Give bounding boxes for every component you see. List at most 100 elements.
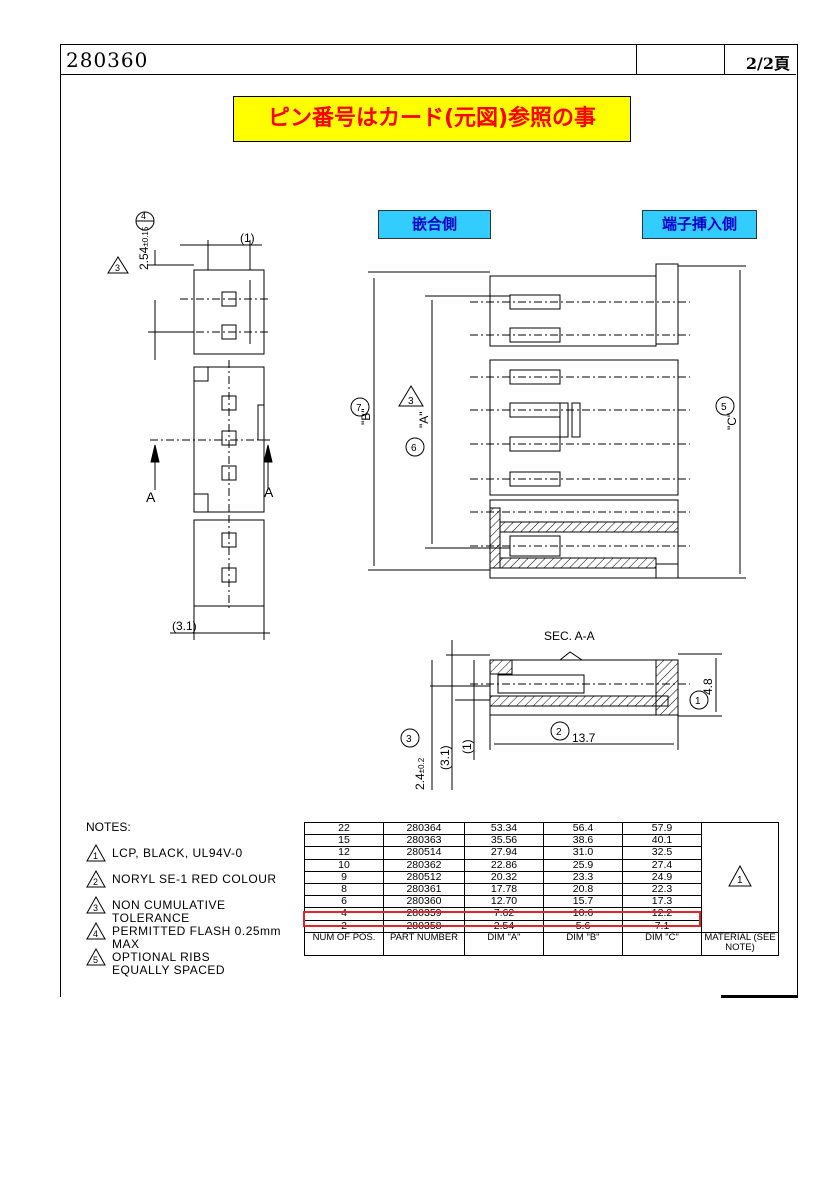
title-block-header: 280360 2/2頁 [60, 44, 796, 75]
section-a-label-right: A [264, 484, 274, 500]
balloon-4-num: 4 [141, 211, 146, 221]
drawing-frame [60, 44, 798, 997]
note-3-triangle [398, 385, 424, 407]
note-triangle-icon: 1 [86, 844, 106, 862]
top-view-section [470, 499, 690, 579]
table-cell: 38.6 [543, 834, 623, 848]
table-cell: 22.3 [622, 882, 702, 897]
frame-bottom-bar [721, 995, 798, 998]
table-header-cell: NUM OF POS. [304, 931, 384, 956]
side-view-top [148, 240, 270, 360]
table-cell: 15.7 [543, 895, 623, 909]
table-cell: 6 [304, 895, 384, 909]
svg-text:4: 4 [93, 929, 98, 939]
drawing-number: 280360 [66, 48, 149, 72]
svg-text:1: 1 [93, 851, 98, 861]
table-header-cell: DIM "C" [622, 931, 702, 956]
height-1-dim: (1) [460, 739, 474, 754]
top-view-body [470, 263, 690, 496]
balloon-6 [405, 437, 425, 457]
table-cell: 31.0 [543, 846, 623, 860]
table-cell: 22.86 [464, 858, 544, 872]
note-text: NORYL SE-1 RED COLOUR [112, 872, 277, 886]
balloon-5-num: 5 [721, 402, 727, 413]
balloon-5 [715, 396, 735, 416]
table-header-cell: DIM "A" [464, 931, 544, 956]
triangle-3-num: 3 [408, 396, 414, 407]
table-cell: 10 [304, 858, 384, 872]
table-cell: 35.56 [464, 834, 544, 848]
section-a-a-view [430, 640, 722, 790]
table-cell: 23.3 [543, 870, 623, 884]
note-text: PERMITTED FLASH 0.25mm MAX [112, 924, 282, 951]
balloon-2 [550, 721, 570, 741]
table-cell: 40.1 [622, 834, 702, 848]
page-number: 2/2頁 [745, 54, 790, 73]
table-cell: 56.4 [543, 821, 623, 836]
dim-b-label: "B" [359, 408, 373, 425]
svg-text:2: 2 [93, 877, 98, 887]
dim-1: (1) [240, 231, 255, 245]
connector-drawing: 2.54±0.15 (1) (3.1) A A "B" "A" "C" SEC.… [107, 211, 746, 790]
balloon-7 [350, 397, 370, 417]
header-divider [636, 44, 637, 74]
table-cell: 280360 [383, 895, 465, 909]
table-cell: 17.78 [464, 882, 544, 897]
notes-title: NOTES: [86, 820, 131, 834]
table-cell: 27.94 [464, 846, 544, 860]
balloon-1 [689, 690, 709, 710]
note-triangle-icon: 5 [86, 948, 106, 966]
table-cell: 280514 [383, 846, 465, 860]
svg-text:1: 1 [737, 875, 743, 886]
table-cell: 8 [304, 882, 384, 897]
balloon-3 [400, 728, 420, 748]
table-cell: 57.9 [622, 821, 702, 836]
note-triangle-icon: 3 [86, 896, 106, 914]
section-title: SEC. A-A [544, 629, 595, 643]
svg-text:3: 3 [93, 903, 98, 913]
note-triangle-icon: 2 [86, 870, 106, 888]
table-cell: 12 [304, 846, 384, 860]
table-header-cell: DIM "B" [543, 931, 623, 956]
header-divider [724, 44, 725, 74]
table-cell: 9 [304, 870, 384, 884]
dimension-lines [368, 265, 746, 579]
dim-3-1: (3.1) [172, 619, 197, 633]
table-cell: 32.5 [622, 846, 702, 860]
height-2-4-dim: 2.4±0.2 [413, 757, 427, 790]
triangle-3-num: 3 [115, 263, 120, 273]
balloon-1-num: 1 [695, 696, 701, 707]
table-cell: 20.32 [464, 870, 544, 884]
balloon-3-num: 3 [406, 734, 412, 745]
terminal-insert-side-label: 端子挿入側 [642, 210, 757, 239]
note-3-triangle [107, 256, 129, 274]
table-cell: 22 [304, 821, 384, 836]
table-cell: 17.3 [622, 895, 702, 909]
svg-text:5: 5 [93, 955, 98, 965]
table-cell: 27.4 [622, 858, 702, 872]
table-cell: 15 [304, 834, 384, 848]
table-header-cell: MATERIAL (SEE NOTE) [701, 931, 779, 956]
table-cell: 280364 [383, 821, 465, 836]
table-cell: 25.9 [543, 858, 623, 872]
table-cell: 280363 [383, 834, 465, 848]
balloon-6-num: 6 [411, 443, 417, 454]
table-cell: 20.8 [543, 882, 623, 897]
table-cell: 24.9 [622, 870, 702, 884]
length-dim: 13.7 [572, 731, 596, 745]
pin-number-notice-banner: ピン番号はカード(元図)参照の事 [233, 96, 631, 142]
table-cell: 12.70 [464, 895, 544, 909]
pitch-dim: 2.54±0.15 [137, 226, 151, 270]
note-text: LCP, BLACK, UL94V-0 [112, 846, 243, 860]
dim-c-label: "C" [725, 413, 739, 430]
note-text: NON CUMULATIVE TOLERANCE [112, 898, 226, 925]
